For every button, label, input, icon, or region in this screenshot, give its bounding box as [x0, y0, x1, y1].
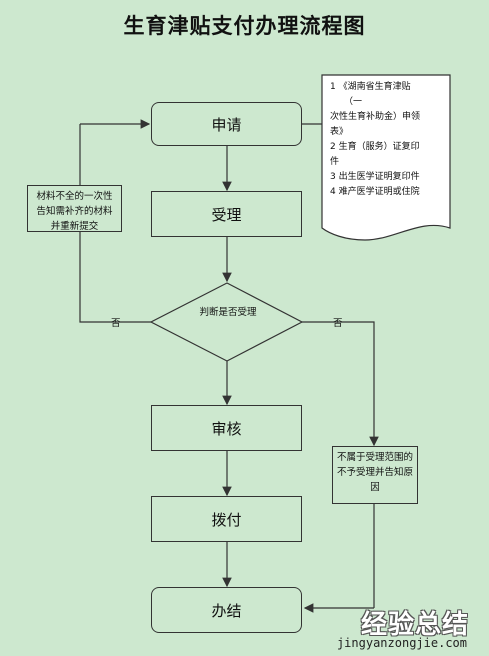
node-resubmit: 材料不全的一次性告知需补齐的材料并重新提交: [27, 185, 122, 232]
right-no-branch-line: [302, 321, 379, 447]
node-apply-label: 申请: [211, 115, 242, 134]
materials-note-line: 2 生育（服务）证复印: [330, 142, 420, 152]
node-accept-label: 受理: [211, 205, 242, 224]
materials-note-line: 4 难产医学证明或住院: [330, 187, 420, 197]
right-no-label: 否: [333, 318, 343, 329]
node-finish: 办结: [151, 587, 302, 633]
node-review-label: 审核: [211, 419, 242, 438]
materials-note-line: 1 《湖南省生育津贴: [330, 82, 411, 92]
materials-note-line: （一: [344, 97, 363, 107]
node-accept: 受理: [151, 191, 302, 237]
left-no-branch-line: [79, 232, 151, 323]
watermark-brand: 经验总结: [360, 610, 469, 640]
decision-diamond: [149, 282, 304, 362]
node-disburse-label: 拨付: [211, 510, 242, 529]
materials-note-line: 3 出生医学证明复印件: [330, 172, 420, 182]
materials-note: 1 《湖南省生育津贴 （一 次性生育补助金）申领 表》 2 生育（服务）证复印 …: [330, 80, 450, 200]
node-review: 审核: [151, 405, 302, 451]
node-disburse: 拨付: [151, 496, 302, 542]
materials-note-line: 件: [330, 157, 340, 167]
page-title: 生育津贴支付办理流程图: [123, 14, 366, 38]
decision-label: 判断是否受理: [199, 307, 257, 318]
materials-note-line: 表》: [330, 127, 349, 137]
node-reject: 不属于受理范围的不予受理并告知原因: [332, 446, 418, 504]
materials-note-shape: [321, 74, 451, 241]
materials-note-line: 次性生育补助金）申领: [330, 112, 421, 122]
left-no-label: 否: [111, 318, 121, 329]
watermark-url: jingyanzongjie.com: [336, 636, 467, 650]
node-finish-label: 办结: [211, 601, 242, 620]
node-apply: 申请: [151, 102, 302, 146]
